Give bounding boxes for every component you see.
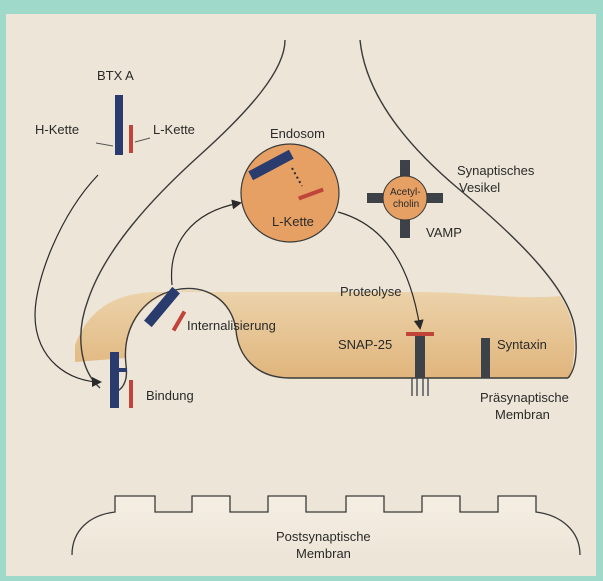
label-presynaptic-membrane-1: Präsynaptische: [480, 390, 569, 405]
label-postsynaptic-membrane-1: Postsynaptische: [276, 529, 371, 544]
label-proteolysis: Proteolyse: [340, 284, 401, 299]
snap25-cleavage-site: [406, 332, 434, 336]
label-synaptic-vesicle-1: Synaptisches: [457, 163, 535, 178]
label-presynaptic-membrane-2: Membran: [495, 407, 550, 422]
label-synaptic-vesicle-2: Vesikel: [459, 180, 500, 195]
label-postsynaptic-membrane-2: Membran: [296, 546, 351, 561]
label-heavy-chain: H-Kette: [35, 122, 79, 137]
label-endosome-light-chain: L-Kette: [272, 214, 314, 229]
bound-heavy-chain: [110, 352, 119, 408]
label-btx-a: BTX A: [97, 68, 134, 83]
label-acetylcholine-1: Acetyl-: [390, 187, 421, 198]
label-vamp: VAMP: [426, 225, 462, 240]
bound-light-chain: [129, 380, 133, 408]
label-endosome: Endosom: [270, 126, 325, 141]
label-binding: Bindung: [146, 388, 194, 403]
label-acetylcholine-2: cholin: [393, 199, 419, 210]
synaptic-vesicle: [383, 176, 427, 220]
btx-heavy-chain: [115, 95, 123, 155]
snap25-receptor: [415, 334, 425, 378]
label-light-chain: L-Kette: [153, 122, 195, 137]
bound-heavy-chain-foot: [119, 368, 127, 372]
label-syntaxin: Syntaxin: [497, 337, 547, 352]
btx-light-chain: [129, 125, 133, 153]
label-internalization: Internalisierung: [187, 318, 276, 333]
syntaxin-receptor: [481, 338, 490, 378]
label-snap25: SNAP-25: [338, 337, 392, 352]
